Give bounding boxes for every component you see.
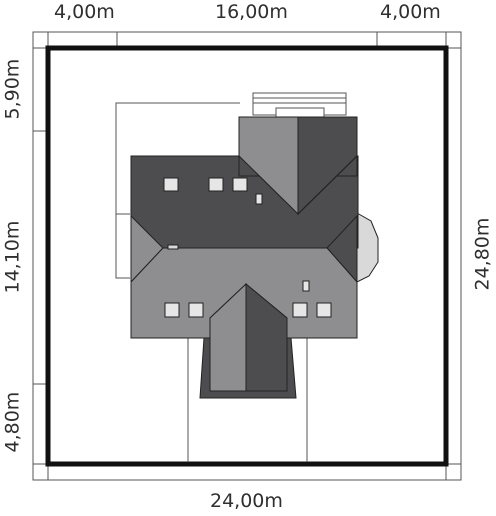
skylight [163,177,179,192]
terrace [252,92,347,119]
site-lines [115,102,308,462]
front-gable-right [245,282,288,392]
bay-roof [356,212,379,283]
outer-frame [32,31,462,481]
dimension-right: 24,80m [471,217,494,291]
skylight [232,177,248,192]
skylight [208,177,224,192]
skylights [163,177,332,318]
dimension-bottom: 24,00m [210,490,283,512]
dimension-top-center: 16,00m [215,1,288,23]
skylight [164,302,180,318]
dimension-top-left: 4,00m [54,1,115,23]
skylight [255,193,263,205]
skylight [188,302,204,318]
dimension-left-top: 5,90m [1,58,24,120]
skylight [292,302,308,318]
chimney-vent [167,244,179,250]
plot-boundary [45,45,449,467]
dimension-left-middle: 14,10m [1,220,24,294]
dimension-top-right: 4,00m [380,1,441,23]
skylight [316,302,332,318]
skylight [302,280,310,292]
dimension-left-bottom: 4,80m [1,391,24,453]
